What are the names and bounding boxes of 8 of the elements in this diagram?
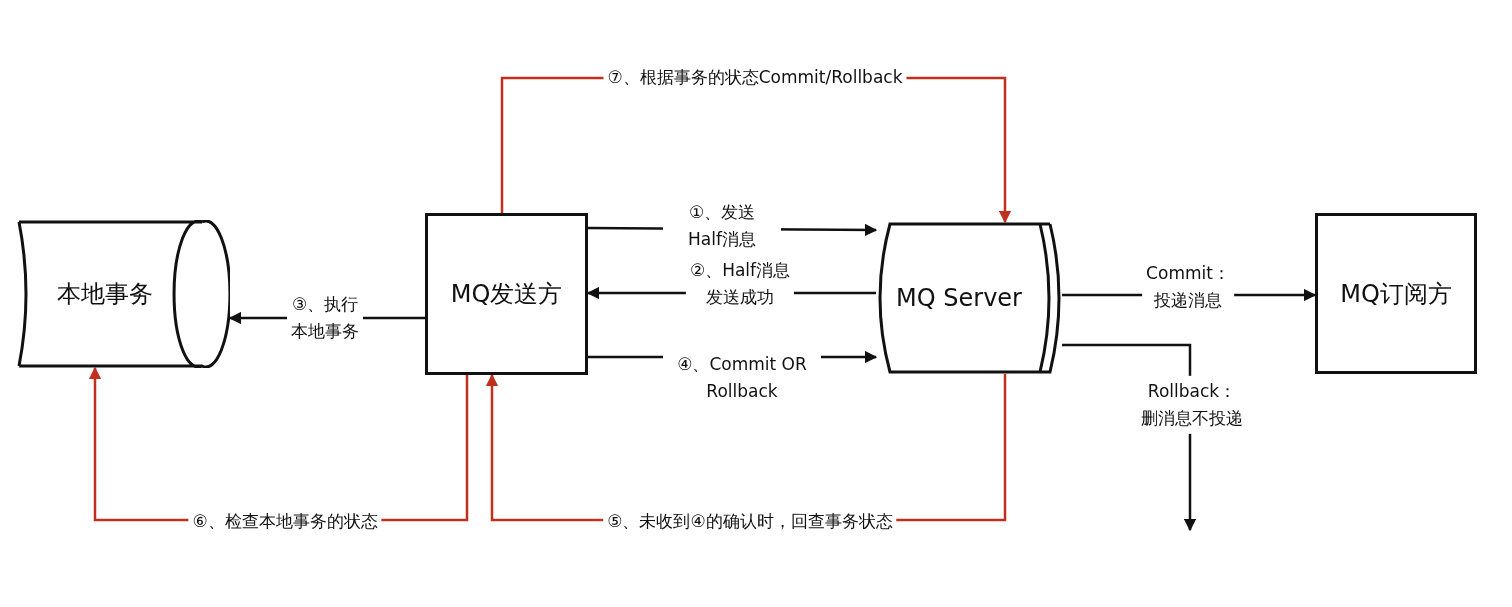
node-label: MQ订阅方	[1340, 278, 1452, 310]
database-cylinder	[15, 220, 230, 368]
node-label: MQ发送方	[450, 279, 563, 310]
node-label: MQ Server	[896, 284, 1022, 312]
server-shape	[876, 222, 1062, 374]
process-box	[425, 213, 588, 375]
process-box	[1315, 213, 1477, 374]
node-label: 本地事务	[56, 279, 153, 310]
